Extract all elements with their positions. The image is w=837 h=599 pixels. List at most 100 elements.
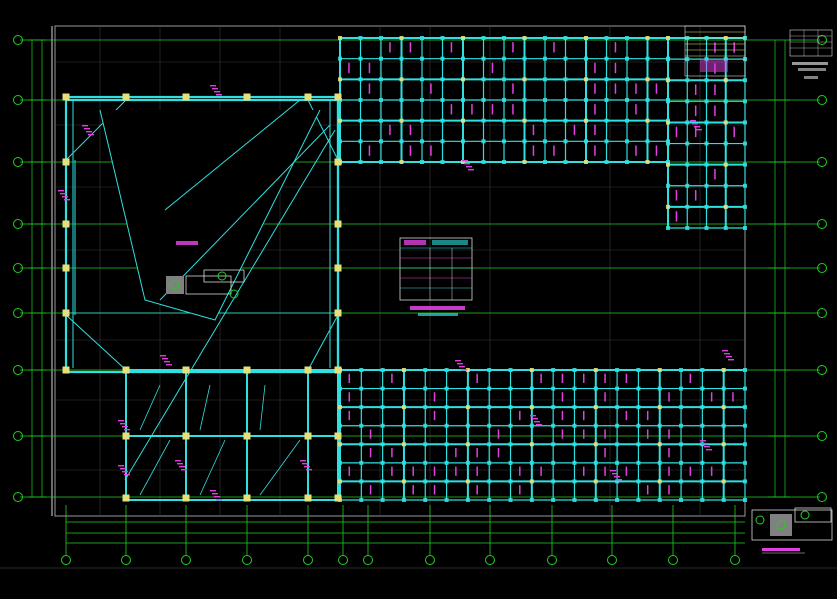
column-node: [700, 368, 705, 372]
column-node: [666, 141, 670, 146]
annotation-text-mark: [459, 366, 465, 368]
column-node: [704, 99, 709, 104]
column-node: [563, 56, 568, 61]
rebar-tag: [430, 145, 432, 156]
column: [334, 432, 342, 440]
rebar-tag: [733, 42, 735, 53]
column-node: [522, 77, 527, 82]
column-node: [420, 160, 424, 164]
column-node: [636, 368, 641, 372]
column: [304, 494, 312, 502]
column-node: [502, 160, 506, 164]
column-node: [379, 139, 383, 144]
column-node: [401, 423, 406, 428]
column-node: [685, 183, 690, 188]
legend-table-right-margin: [789, 29, 833, 79]
annotation-text-mark: [60, 193, 66, 195]
legend-table-top-right: [684, 25, 746, 77]
lower-right-beam-grid: [338, 368, 747, 502]
column-node: [593, 460, 598, 465]
column-node: [338, 386, 342, 391]
column-node: [461, 118, 465, 123]
column-node: [625, 36, 629, 40]
column-node: [572, 479, 577, 484]
rebar-tag: [476, 373, 478, 383]
annotation-text-mark: [120, 468, 126, 470]
column-node: [604, 139, 609, 144]
column-node: [721, 460, 726, 465]
column-node: [572, 442, 577, 447]
column-node: [543, 118, 547, 123]
column-node: [723, 78, 728, 83]
column-node: [704, 78, 709, 83]
annotation-text-mark: [216, 499, 222, 501]
column-node: [604, 118, 609, 123]
column-node: [700, 498, 705, 502]
rebar-tag: [604, 392, 606, 402]
column-node: [645, 139, 650, 144]
column-node: [743, 120, 747, 125]
rebar-tag: [714, 84, 716, 95]
annotation-text-mark: [690, 120, 696, 122]
column-node: [502, 77, 506, 82]
rebar-tag: [348, 466, 351, 476]
rebar-tag: [391, 466, 393, 476]
column-node: [543, 36, 547, 40]
annotation-text-mark: [302, 463, 308, 465]
column-node: [593, 423, 598, 428]
column-node: [440, 77, 445, 82]
annotation-text-mark: [306, 469, 312, 471]
column-node: [423, 479, 428, 484]
axis-lines-vertical: [65, 505, 745, 556]
column-node: [529, 479, 534, 484]
column: [304, 366, 312, 374]
rebar-tag: [471, 104, 473, 115]
column-node: [666, 78, 670, 83]
detail-callout-bottom-right: [751, 507, 833, 541]
annotation-text-mark: [706, 449, 712, 451]
column-node: [593, 405, 598, 410]
column-node: [380, 368, 385, 372]
annotation-text-mark: [300, 460, 306, 462]
column-node: [743, 479, 747, 484]
column-node: [502, 139, 506, 144]
column-node: [508, 479, 513, 484]
column-node: [636, 423, 641, 428]
column-node: [440, 160, 445, 164]
column-node: [380, 498, 385, 502]
column-node: [551, 442, 556, 447]
column-node: [543, 139, 547, 144]
column-node: [359, 442, 364, 447]
column-node: [338, 77, 342, 82]
annotation-text-mark: [214, 91, 220, 93]
column-node: [399, 77, 404, 82]
column-node: [502, 98, 506, 102]
column-node: [721, 368, 726, 372]
column-node: [399, 56, 404, 61]
column-node: [723, 162, 728, 167]
column-node: [645, 118, 650, 123]
annotation-text-mark: [64, 199, 70, 201]
column-node: [522, 139, 527, 144]
column: [243, 366, 251, 374]
column-node: [380, 386, 385, 391]
column-node: [584, 77, 588, 82]
column-node: [423, 460, 428, 465]
rebar-tag: [694, 126, 697, 138]
annotation-text-mark: [461, 369, 467, 371]
rebar-tag: [512, 104, 514, 115]
column-node: [380, 460, 385, 465]
annotation-text-mark: [124, 429, 130, 431]
column: [334, 494, 342, 502]
column-node: [338, 139, 342, 144]
column-node: [721, 423, 726, 428]
rebar-tag: [450, 104, 453, 115]
column-node: [481, 118, 486, 123]
rebar-tag: [455, 466, 457, 476]
column-node: [338, 423, 342, 428]
rebar-tag: [583, 429, 585, 439]
column-node: [584, 98, 588, 102]
column-node: [563, 98, 568, 102]
